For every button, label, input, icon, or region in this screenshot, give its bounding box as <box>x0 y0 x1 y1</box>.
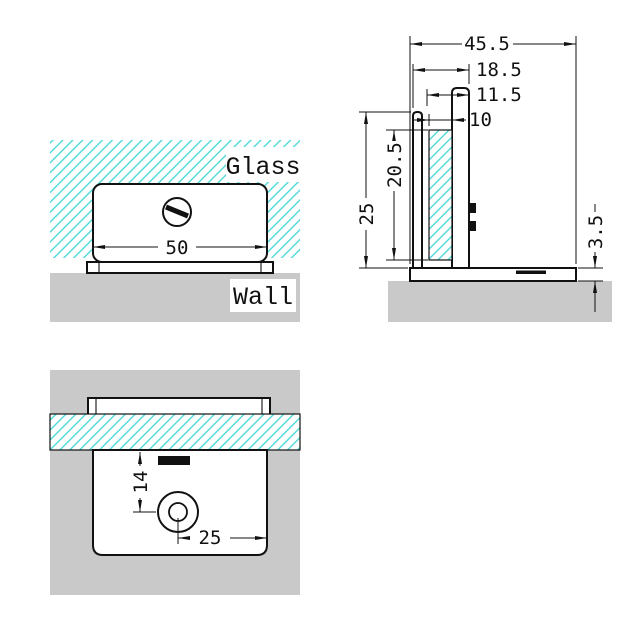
dim-body-height-text: 25 <box>356 203 378 226</box>
dim-body-depth: 18.5 <box>413 59 522 81</box>
base-plate-side <box>409 267 577 282</box>
dim-base-thickness-text: 3.5 <box>585 215 607 249</box>
clamp-top-edge-plan <box>87 397 271 416</box>
dim-hole-offset-horizontal-text: 25 <box>199 527 222 549</box>
base-plate-slot <box>516 270 546 274</box>
dim-overall-depth-text: 45.5 <box>464 33 510 55</box>
back-plate-side <box>451 87 470 269</box>
dim-body-depth-text: 18.5 <box>476 59 522 81</box>
dim-clamp-width: 50 <box>93 237 267 259</box>
glass-label-bg <box>226 147 300 182</box>
wall-block-side <box>388 281 612 322</box>
front-plate-side <box>412 111 423 269</box>
glass-strip-plan <box>49 413 301 451</box>
side-view: 45.5 18.5 11.5 10 20.5 25 <box>356 33 612 322</box>
dim-slot-opening: 11.5 <box>427 84 522 106</box>
dim-hole-offset-vertical-text: 14 <box>130 471 152 494</box>
glass-section-side <box>428 129 453 261</box>
dim-glass-thickness-text: 10 <box>469 109 492 131</box>
dim-slot-depth-text: 20.5 <box>384 142 406 188</box>
dim-overall-depth: 45.5 <box>410 33 576 55</box>
wall-label: Wall <box>233 283 293 312</box>
screw-slot-plan <box>158 456 190 465</box>
dim-glass-thickness: 10 <box>412 109 492 131</box>
front-view: Glass 50 Wall <box>50 140 301 322</box>
dim-slot-opening-text: 11.5 <box>476 84 522 106</box>
base-plate-front-ticks <box>98 262 262 273</box>
set-screw-upper <box>469 203 476 213</box>
screw-slot <box>165 204 189 219</box>
dim-clamp-width-text: 50 <box>166 237 189 259</box>
clamp-top-edge-ticks <box>95 398 263 415</box>
plan-view: 14 25 <box>49 370 301 595</box>
dim-hole-offset-horizontal: 25 <box>178 527 267 549</box>
set-screw-lower <box>469 221 476 231</box>
dim-base-thickness: 3.5 <box>585 204 607 312</box>
dim-slot-depth: 20.5 <box>384 130 406 260</box>
glass-label: Glass <box>225 153 300 182</box>
dim-hole-offset-vertical: 14 <box>130 452 152 512</box>
base-plate-front <box>86 261 274 274</box>
dim-body-height: 25 <box>356 112 378 268</box>
wall-label-bg <box>230 279 296 312</box>
